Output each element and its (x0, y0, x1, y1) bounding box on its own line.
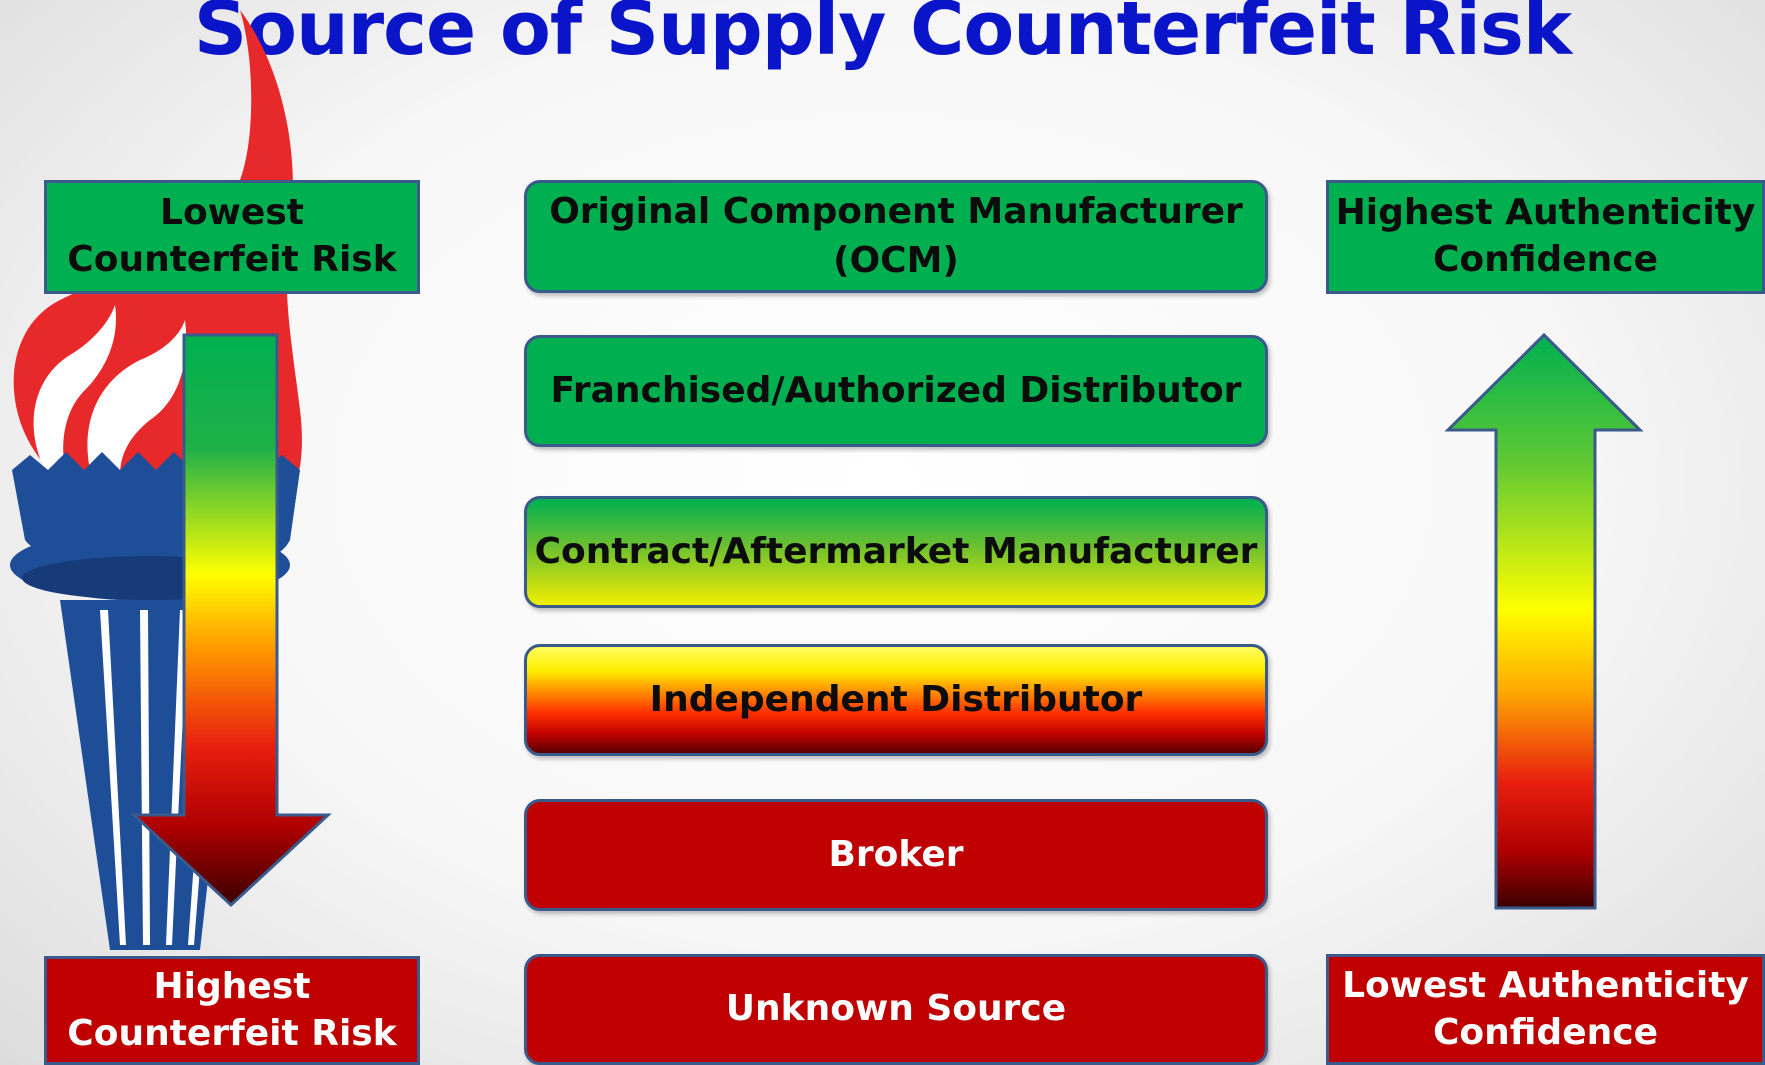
torch-flame-curl-2-icon (33, 305, 116, 470)
tier-broker: Broker (524, 799, 1268, 911)
tier-unknown-source: Unknown Source (524, 954, 1268, 1065)
tier-ocm-label: Original Component Manufacturer (OCM) (549, 190, 1243, 281)
lowest-counterfeit-risk-label: Lowest Counterfeit Risk (44, 180, 420, 294)
tier-unknown-source-label: Unknown Source (725, 988, 1067, 1030)
highest-authenticity-confidence-label: Highest Authenticity Confidence (1326, 180, 1765, 294)
torch-flame-curl-icon (87, 320, 187, 475)
tier-franchised-distributor: Franchised/Authorized Distributor (524, 335, 1268, 447)
lowest-authenticity-confidence-label: Lowest Authenticity Confidence (1326, 954, 1765, 1065)
page-title: Source of Supply Counterfeit Risk (193, 0, 1572, 72)
tier-broker-label: Broker (828, 833, 964, 875)
tier-independent-distributor-label: Independent Distributor (649, 678, 1143, 720)
tier-ocm: Original Component Manufacturer (OCM) (524, 180, 1268, 293)
tier-franchised-distributor-label: Franchised/Authorized Distributor (550, 369, 1242, 411)
highest-authenticity-confidence-text: Highest Authenticity Confidence (1335, 192, 1756, 280)
tier-independent-distributor: Independent Distributor (524, 644, 1268, 756)
tier-contract-manufacturer-label: Contract/Aftermarket Manufacturer (534, 530, 1258, 572)
tier-contract-manufacturer: Contract/Aftermarket Manufacturer (524, 496, 1268, 608)
highest-counterfeit-risk-text: Highest Counterfeit Risk (67, 965, 397, 1054)
lowest-authenticity-confidence-text: Lowest Authenticity Confidence (1342, 964, 1749, 1053)
arrow-down-icon (130, 333, 332, 908)
lowest-counterfeit-risk-text: Lowest Counterfeit Risk (67, 192, 397, 280)
highest-counterfeit-risk-label: Highest Counterfeit Risk (44, 956, 420, 1065)
arrow-up-icon (1444, 332, 1644, 910)
